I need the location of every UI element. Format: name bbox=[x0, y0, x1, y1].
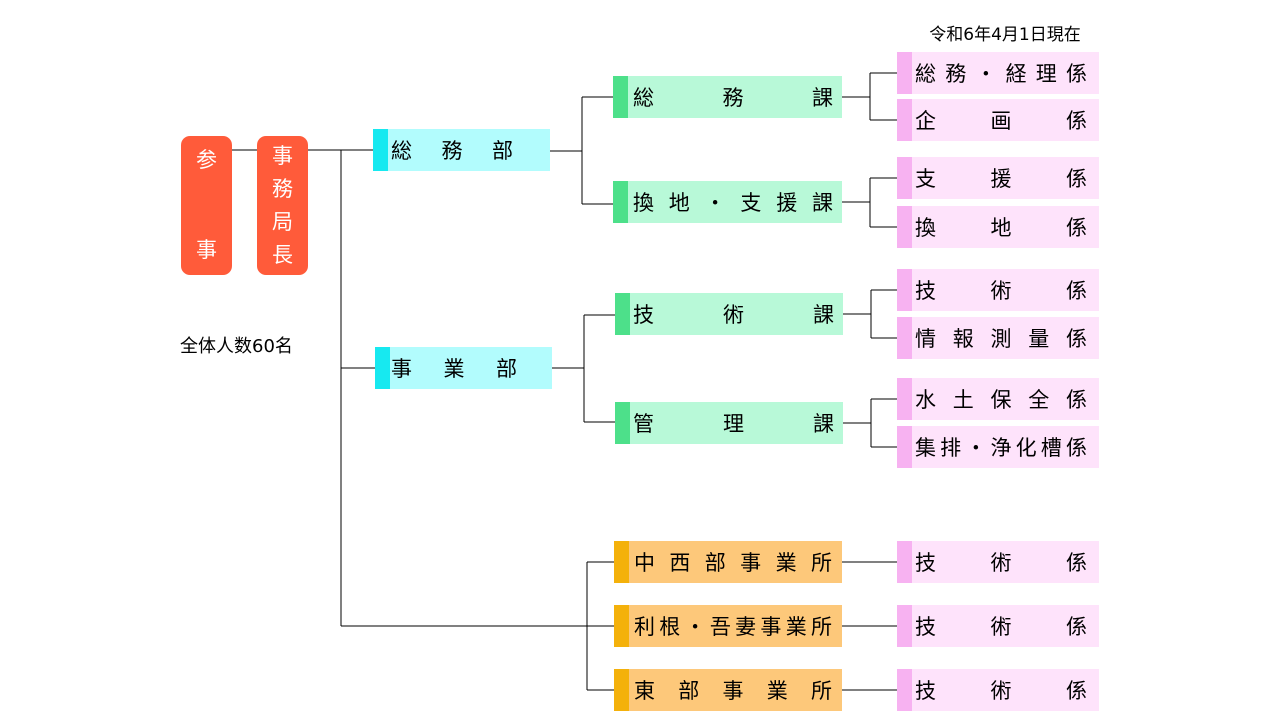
unit-technical[interactable]: 技術係 bbox=[897, 269, 1099, 311]
unit-tab bbox=[897, 317, 912, 359]
unit-label: 技術係 bbox=[915, 551, 1087, 575]
unit-label: 技術係 bbox=[915, 679, 1087, 703]
section-replotting-support[interactable]: 換地・支援課 bbox=[613, 181, 842, 223]
unit-tab bbox=[897, 378, 912, 420]
unit-water-soil[interactable]: 水土保全係 bbox=[897, 378, 1099, 420]
office-tone-agatsuma[interactable]: 利根・吾妻事業所 bbox=[614, 605, 842, 647]
unit-planning[interactable]: 企画係 bbox=[897, 99, 1099, 141]
unit-tab bbox=[897, 541, 912, 583]
unit-tab bbox=[897, 99, 912, 141]
department-tab bbox=[375, 347, 390, 389]
section-tab bbox=[613, 76, 628, 118]
unit-label: 企画係 bbox=[915, 109, 1087, 133]
as-of-date: 令和6年4月1日現在 bbox=[929, 25, 1081, 45]
section-label: 技術課 bbox=[633, 303, 834, 327]
unit-info-survey[interactable]: 情報測量係 bbox=[897, 317, 1099, 359]
department-operations[interactable]: 事業部 bbox=[375, 347, 552, 389]
unit-label: 水土保全係 bbox=[915, 388, 1087, 412]
unit-label: 技術係 bbox=[915, 279, 1087, 303]
unit-tab bbox=[897, 157, 912, 199]
department-label: 事業部 bbox=[391, 357, 517, 381]
section-general-affairs[interactable]: 総務課 bbox=[613, 76, 842, 118]
unit-tab bbox=[897, 52, 912, 94]
unit-label: 換地係 bbox=[915, 216, 1087, 240]
unit-tab bbox=[897, 669, 912, 711]
section-tab bbox=[615, 293, 630, 335]
section-label: 管理課 bbox=[633, 412, 834, 436]
unit-tab bbox=[897, 269, 912, 311]
unit-tone-technical[interactable]: 技術係 bbox=[897, 605, 1099, 647]
director-box[interactable]: 事務局長 bbox=[257, 136, 308, 275]
unit-drainage-septic[interactable]: 集排・浄化槽係 bbox=[897, 426, 1099, 468]
section-management[interactable]: 管理課 bbox=[615, 402, 843, 444]
department-general-affairs[interactable]: 総務部 bbox=[373, 129, 550, 171]
office-label: 中西部事業所 bbox=[634, 551, 832, 575]
unit-tobu-technical[interactable]: 技術係 bbox=[897, 669, 1099, 711]
unit-replotting[interactable]: 換地係 bbox=[897, 206, 1099, 248]
section-label: 換地・支援課 bbox=[633, 191, 833, 215]
unit-tab bbox=[897, 206, 912, 248]
department-tab bbox=[373, 129, 388, 171]
section-tab bbox=[613, 181, 628, 223]
counselor-label: 参事 bbox=[196, 148, 217, 262]
unit-tab bbox=[897, 426, 912, 468]
office-label: 東部事業所 bbox=[634, 679, 832, 703]
section-tab bbox=[615, 402, 630, 444]
office-tab bbox=[614, 669, 629, 711]
office-nakanishibu[interactable]: 中西部事業所 bbox=[614, 541, 842, 583]
department-label: 総務部 bbox=[391, 139, 513, 163]
office-tab bbox=[614, 541, 629, 583]
unit-label: 総務・経理係 bbox=[915, 62, 1087, 86]
unit-label: 技術係 bbox=[915, 615, 1087, 639]
office-tobu[interactable]: 東部事業所 bbox=[614, 669, 842, 711]
unit-tab bbox=[897, 605, 912, 647]
office-label: 利根・吾妻事業所 bbox=[634, 615, 832, 639]
unit-general-accounting[interactable]: 総務・経理係 bbox=[897, 52, 1099, 94]
section-technical[interactable]: 技術課 bbox=[615, 293, 843, 335]
unit-nakanishibu-technical[interactable]: 技術係 bbox=[897, 541, 1099, 583]
unit-support[interactable]: 支援係 bbox=[897, 157, 1099, 199]
office-tab bbox=[614, 605, 629, 647]
unit-label: 情報測量係 bbox=[915, 327, 1087, 351]
unit-label: 支援係 bbox=[915, 167, 1087, 191]
total-headcount: 全体人数60名 bbox=[180, 336, 293, 357]
counselor-box[interactable]: 参事 bbox=[181, 136, 232, 275]
section-label: 総務課 bbox=[633, 86, 833, 110]
director-label: 事務局長 bbox=[272, 143, 293, 267]
unit-label: 集排・浄化槽係 bbox=[915, 436, 1087, 460]
